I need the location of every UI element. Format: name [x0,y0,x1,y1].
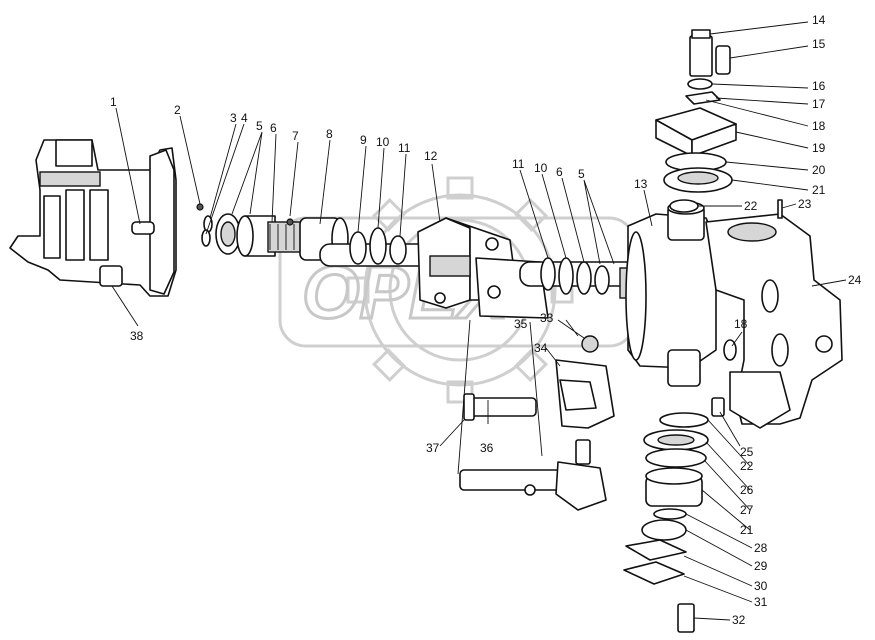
callout-21-top: 21 [812,183,826,197]
left-housing [9,139,177,297]
callout-29: 29 [754,559,768,573]
callout-22-top: 22 [744,199,758,213]
callout-10-left: 10 [376,135,390,149]
callout-27: 27 [740,503,754,517]
watermark-gear-icon [346,176,574,404]
callout-22-bottom: 22 [740,459,754,473]
callout-30: 30 [754,579,768,593]
callout-37: 37 [426,441,440,455]
callout-labels: 1 2 3 4 5 6 7 8 9 10 11 12 11 10 6 5 13 … [110,13,862,627]
upper-stack [655,29,783,219]
callout-26: 26 [740,483,754,497]
callout-1: 1 [110,95,117,109]
callout-10-right: 10 [534,161,548,175]
callout-19: 19 [812,141,826,155]
callout-9: 9 [360,133,367,147]
callout-32: 32 [732,613,746,627]
callout-28: 28 [754,541,768,555]
callout-5-right: 5 [578,167,585,181]
callout-18-side: 18 [734,317,748,331]
callout-6-left: 6 [270,121,277,135]
callout-8: 8 [326,127,333,141]
leader-lines [111,21,847,621]
callout-13: 13 [634,177,648,191]
left-shaft [215,213,349,261]
callout-35: 35 [514,317,528,331]
housing-pin [131,221,155,235]
callout-5-left: 5 [256,119,263,133]
knuckle-housing [625,201,717,387]
callout-33: 33 [540,311,554,325]
tie-rod-group [459,335,615,511]
steering-housing [705,213,843,429]
callout-4: 4 [241,111,248,125]
callout-36: 36 [480,441,494,455]
callout-38: 38 [130,329,144,343]
callout-31: 31 [754,595,768,609]
callout-11-right: 11 [512,157,525,171]
callout-7: 7 [292,129,299,143]
universal-joint [417,217,549,319]
callout-6-right: 6 [556,165,563,179]
callout-2: 2 [174,103,181,117]
housing-plug-38 [99,265,123,287]
callout-3: 3 [230,111,237,125]
callout-20: 20 [812,163,826,177]
callout-25: 25 [740,445,754,459]
callout-15: 15 [812,37,826,51]
retaining-parts [196,203,213,247]
callout-21-bottom: 21 [740,523,754,537]
callout-14: 14 [812,13,826,27]
callout-23: 23 [798,197,812,211]
central-shaft [319,227,431,267]
callout-16: 16 [812,79,826,93]
callout-18-top: 18 [812,119,826,133]
callout-17: 17 [812,97,826,111]
callout-34: 34 [534,341,548,355]
callout-11-left: 11 [398,141,411,155]
callout-12: 12 [424,149,438,163]
callout-24: 24 [848,273,862,287]
